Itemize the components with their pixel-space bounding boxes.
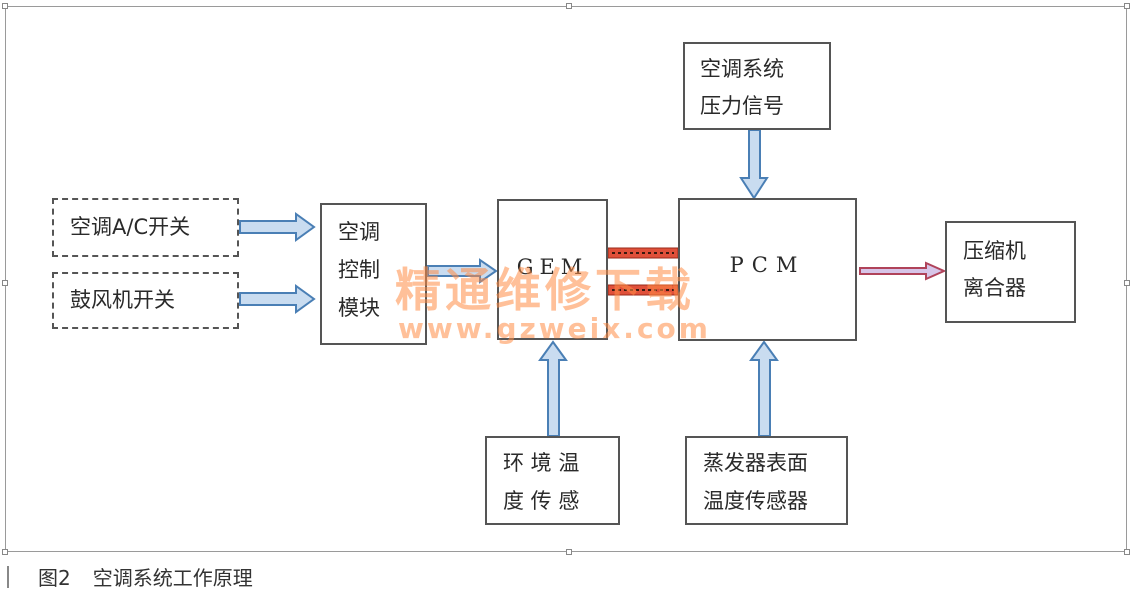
pcm-box [678,198,857,341]
watermark-url: www.gzweix.com [398,312,711,345]
arrow-blower-to-module [239,284,316,314]
arrow-evap-to-pcm [749,340,779,437]
gem-box [497,199,608,340]
ambient-sensor-line-2: 度 传 感 [503,489,580,513]
control-module-line-1: 空调 [338,220,380,244]
pcm-label: PCM [729,253,806,277]
ambient-sensor-line-1: 环 境 温 [503,451,580,475]
resize-handle-top-right[interactable] [1124,3,1130,9]
figure-number: 图2 [38,566,71,590]
resize-handle-left[interactable] [2,280,8,286]
evap-sensor-box [685,436,848,525]
watermark-title: 精通维修下载 [395,263,695,317]
resize-handle-bottom-right[interactable] [1124,549,1130,555]
clutch-line-1: 压缩机 [963,239,1026,263]
resize-handle-top-left[interactable] [2,3,8,9]
arrow-pcm-to-clutch [859,261,947,281]
resize-handle-right[interactable] [1124,280,1130,286]
figure-caption: 图2 空调系统工作原理 [38,562,253,591]
ac-switch-label: 空调A/C开关 [70,215,191,239]
ac-switch-box [52,198,239,257]
arrow-module-to-gem [427,258,498,284]
evap-sensor-line-1: 蒸发器表面 [703,451,808,475]
caption-bar [7,566,9,588]
pressure-signal-box [683,42,831,130]
resize-handle-bottom[interactable] [566,549,572,555]
blower-switch-box [52,272,239,329]
clutch-line-2: 离合器 [963,276,1026,300]
arrow-pressure-to-pcm [739,129,769,200]
clutch-box [945,221,1076,323]
ambient-sensor-box [485,436,620,525]
gem-label: GEM [516,255,589,279]
figure-title: 空调系统工作原理 [92,566,253,590]
control-module-line-3: 模块 [338,296,380,320]
pressure-signal-line-2: 压力信号 [700,94,784,118]
control-module-box [320,203,427,345]
resize-handle-bottom-left[interactable] [2,549,8,555]
arrow-ac-to-module [239,212,316,242]
pressure-signal-line-1: 空调系统 [700,57,784,81]
evap-sensor-line-2: 温度传感器 [703,489,808,513]
resize-handle-top[interactable] [566,3,572,9]
control-module-line-2: 控制 [338,258,380,282]
blower-switch-label: 鼓风机开关 [70,288,175,312]
arrow-ambient-to-gem [538,340,568,437]
